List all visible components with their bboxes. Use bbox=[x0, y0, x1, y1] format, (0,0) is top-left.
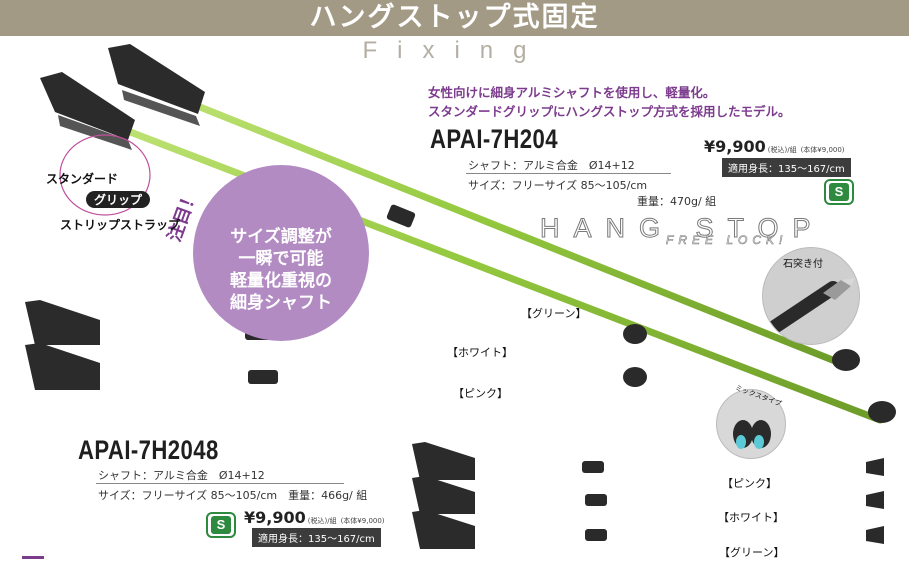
page-title: ハングストップ式固定 bbox=[309, 2, 600, 33]
price-base-second: (本体¥9,000) bbox=[340, 517, 385, 525]
spec-divider bbox=[466, 173, 671, 174]
si-badge-icon-second: S bbox=[206, 512, 236, 538]
strap-label: ストリップストラップ bbox=[60, 218, 181, 232]
price-value: ¥9,900 bbox=[704, 137, 766, 156]
green-pole-bottom bbox=[412, 510, 884, 549]
callout-line-3: 軽量化重視の bbox=[230, 271, 332, 291]
hang-stop-text: HANG STOP bbox=[540, 213, 825, 244]
spec-weight-main: 重量：470g/ 組 bbox=[637, 195, 717, 208]
grip-standard-label: スタンダード bbox=[46, 172, 119, 186]
green-pole-large-2 bbox=[108, 44, 860, 371]
callout-line-2: 一瞬で可能 bbox=[238, 249, 324, 269]
model-number-second: APAI-7H2048 bbox=[78, 435, 219, 465]
corner-mark bbox=[22, 556, 44, 559]
pink-pole-mid bbox=[25, 343, 647, 390]
callout-line-1: サイズ調整が bbox=[230, 227, 332, 247]
feature-callout bbox=[193, 165, 369, 341]
label-pink-bottom: 【ピンク】 bbox=[722, 477, 777, 490]
price-base: (本体¥9,000) bbox=[800, 146, 845, 154]
label-white-mid: 【ホワイト】 bbox=[447, 346, 513, 359]
callout-line-4: 細身シャフト bbox=[230, 293, 332, 313]
label-white-bottom: 【ホワイト】 bbox=[718, 511, 784, 524]
spec-shaft-main: シャフト：アルミ合金 Ø14+12 bbox=[468, 159, 635, 172]
spec-size-main: サイズ：フリーサイズ 85〜105/cm bbox=[468, 179, 648, 192]
mix-type-detail bbox=[716, 389, 786, 459]
price-second: ¥9,900(税込)/組(本体¥9,000) bbox=[244, 508, 385, 527]
pink-pole-bottom bbox=[412, 442, 884, 480]
height-badge-main: 適用身長：135〜167/cm bbox=[722, 158, 851, 177]
grip-pill-label: グリップ bbox=[86, 191, 151, 208]
si-badge-icon: S bbox=[824, 179, 854, 205]
green-pole-large-1 bbox=[40, 72, 896, 424]
label-green-top: 【グリーン】 bbox=[521, 307, 587, 320]
price-tax-note-second: (税込)/組 bbox=[307, 517, 337, 525]
spec-divider-second bbox=[96, 483, 344, 484]
price-value-second: ¥9,900 bbox=[244, 508, 306, 527]
stone-tip-detail bbox=[762, 247, 860, 345]
white-pole-bottom bbox=[412, 476, 884, 514]
label-green-bottom: 【グリーン】 bbox=[719, 546, 785, 559]
spec-size-second: サイズ：フリーサイズ 85〜105/cm 重量：466g/ 組 bbox=[98, 489, 368, 502]
height-badge-second: 適用身長：135〜167/cm bbox=[252, 528, 381, 547]
tagline-line-1: 女性向けに細身アルミシャフトを使用し、軽量化。 bbox=[428, 85, 716, 100]
label-pink-mid: 【ピンク】 bbox=[453, 387, 508, 400]
price-main: ¥9,900(税込)/組(本体¥9,000) bbox=[704, 137, 845, 156]
price-tax-note: (税込)/組 bbox=[767, 146, 797, 154]
free-lock-text: FREE LOCK! bbox=[666, 233, 788, 248]
tagline-line-2: スタンダードグリップにハングストップ方式を採用したモデル。 bbox=[428, 104, 791, 119]
stone-tip-label: 石突き付 bbox=[783, 259, 823, 270]
spec-shaft-second: シャフト：アルミ合金 Ø14+12 bbox=[98, 469, 265, 482]
title-banner bbox=[0, 0, 909, 36]
model-number-main: APAI-7H204 bbox=[430, 124, 558, 154]
page-subtitle: Fixing bbox=[362, 37, 547, 64]
hang-stop-logo: HANG STOP FREE LOCK! bbox=[540, 213, 858, 248]
